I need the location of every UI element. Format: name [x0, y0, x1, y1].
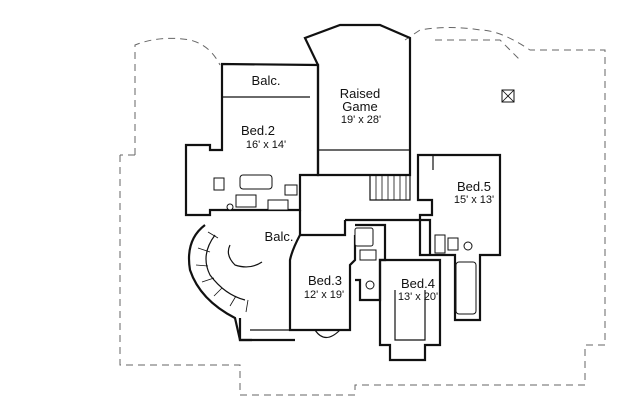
- room-bed5-size: 15' x 13': [454, 194, 494, 206]
- room-bed2-size: 16' x 14': [246, 139, 286, 151]
- room-balcony-mid-name: Balc.: [265, 229, 294, 244]
- room-bed5-name: Bed.5: [457, 179, 491, 194]
- room-raised-game-size: 19' x 28': [341, 114, 381, 126]
- room-raised-game-name-line1: Raised: [340, 86, 380, 101]
- walls: [184, 23, 502, 362]
- roof-outline: [119, 27, 606, 396]
- room-bed3-size: 12' x 19': [304, 289, 344, 301]
- room-bed4-size: 13' x 20': [398, 291, 438, 303]
- room-raised-game-name-line2: Game: [342, 99, 377, 114]
- room-bed3-name: Bed.3: [308, 273, 342, 288]
- room-labels: Balc. Bed.2 16' x 14' Raised Game 19' x …: [241, 73, 494, 303]
- room-balcony-top-name: Balc.: [252, 73, 281, 88]
- room-bed4-name: Bed.4: [401, 276, 435, 291]
- room-bed2-name: Bed.2: [241, 123, 275, 138]
- fixtures: [213, 89, 515, 315]
